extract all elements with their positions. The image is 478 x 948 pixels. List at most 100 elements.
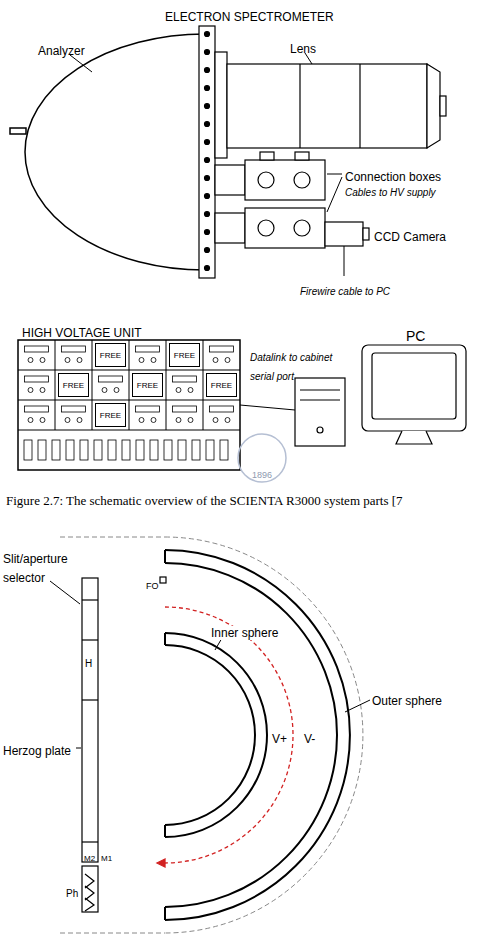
callout-label: Ph [66, 882, 78, 901]
analyzer-flange [205, 266, 210, 271]
inner-sphere [165, 645, 255, 825]
electron-path [165, 607, 293, 863]
cable-line [240, 405, 295, 410]
hv-module [151, 418, 156, 423]
hv-module [176, 418, 181, 423]
callout-label: M2 [84, 846, 95, 865]
watermark: 1896 [248, 463, 276, 482]
pc-tower [300, 399, 340, 400]
hv-module [150, 440, 158, 460]
voltage-label: V+ [272, 728, 287, 747]
leader-line [327, 174, 342, 175]
part-name: PC [406, 326, 425, 345]
electron-path [157, 607, 293, 867]
leader-line [76, 748, 81, 749]
lens-tube [299, 64, 300, 148]
cable-note: Firewire cable to PC [300, 280, 390, 299]
hv-module [80, 440, 88, 460]
hv-module [210, 346, 234, 352]
slit-selector [82, 639, 98, 640]
hv-module [99, 376, 123, 382]
callout-label-text: H [85, 658, 92, 669]
hv-module [28, 388, 33, 393]
analyzer-flange [205, 68, 210, 73]
lens-tube [440, 96, 446, 116]
outer-sphere [164, 550, 166, 563]
hv-rack [92, 340, 93, 430]
hv-module [136, 440, 144, 460]
hv-module [188, 418, 193, 423]
slot-label: FREE [63, 381, 84, 390]
slit-selector [82, 578, 98, 862]
slit-selector [82, 699, 98, 700]
hv-module [108, 440, 116, 460]
hv-rack [18, 400, 240, 401]
pc-monitor [362, 345, 466, 431]
hv-module [28, 418, 33, 423]
hv-module [25, 376, 49, 382]
hv-rack [18, 340, 240, 470]
detector [85, 898, 94, 911]
leader-line [50, 581, 80, 604]
connection-box [215, 213, 245, 243]
callout-label-text: M2 [84, 854, 95, 863]
voltage-label: V- [304, 728, 315, 747]
pc-tower [300, 389, 340, 390]
detector [82, 866, 98, 912]
housing-outline [165, 537, 363, 933]
pc-tower [295, 378, 345, 446]
hv-module [136, 406, 160, 412]
analyzer-flange [205, 248, 210, 253]
hv-rack [18, 370, 240, 371]
free-slot-box: FREE [169, 343, 200, 367]
part-name-text: Analyzer [38, 44, 85, 58]
free-slot-box: FREE [132, 373, 163, 397]
hv-module [65, 418, 70, 423]
pc-tower [317, 427, 323, 433]
inner-sphere [165, 633, 267, 837]
analyzer-flange [205, 86, 210, 91]
part-name-text: Lens [290, 42, 316, 56]
hv-module [206, 440, 214, 460]
analyzer-flange [205, 158, 210, 163]
slit-selector [160, 577, 166, 583]
hv-rack [55, 340, 56, 430]
hv-rack [203, 340, 204, 430]
part-name: Slit/aperture selector [3, 548, 81, 586]
caption-text: Figure 2.7: The schematic overview of th… [6, 493, 403, 508]
leader-line [327, 177, 342, 212]
figure-caption: Figure 2.7: The schematic overview of th… [6, 490, 403, 509]
connection-box [215, 152, 325, 248]
cable-note-text: Datalink to cabinet serial port [250, 352, 332, 382]
hv-module [213, 418, 218, 423]
analyzer-flange [205, 32, 210, 37]
callout-label-text: Ph [66, 888, 78, 899]
slot-label: FREE [211, 381, 232, 390]
voltage-label-text: V- [304, 732, 315, 746]
inner-sphere [164, 825, 166, 837]
connection-box [295, 152, 309, 160]
connection-box [260, 152, 274, 160]
hv-module [122, 440, 130, 460]
connection-box [258, 220, 274, 236]
part-name: CCD Camera [374, 226, 446, 245]
part-name-text: Outer sphere [372, 694, 442, 708]
detector [82, 866, 98, 912]
detector [85, 874, 94, 888]
inner-sphere [165, 633, 267, 837]
pc-monitor [372, 353, 456, 419]
analyzer-flange [199, 26, 215, 278]
connection-box [215, 165, 245, 195]
slot-label: FREE [100, 411, 121, 420]
hv-module [102, 388, 107, 393]
callout-label: H [85, 652, 92, 671]
section-heading-text: ELECTRON SPECTROMETER [165, 10, 334, 24]
part-name: Lens [290, 38, 316, 57]
electron-path [157, 859, 165, 867]
hv-module [62, 346, 86, 352]
hv-module [65, 358, 70, 363]
connection-box [294, 220, 310, 236]
free-slot-box: FREE [95, 403, 126, 427]
hv-module [178, 440, 186, 460]
